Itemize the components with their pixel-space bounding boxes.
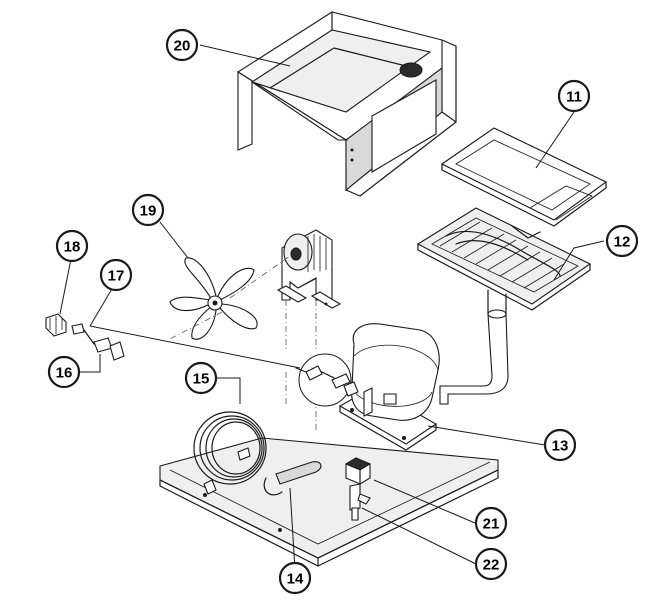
- left-fittings: [45, 313, 125, 361]
- callout-16-label: 16: [56, 365, 73, 382]
- callout-17: 17: [99, 258, 133, 292]
- connector-line: [89, 325, 301, 369]
- callout-15: 15: [184, 361, 218, 395]
- callout-11: 11: [557, 79, 591, 113]
- callout-20-label: 20: [174, 38, 191, 55]
- callout-16: 16: [47, 355, 81, 389]
- capillary-tube: [193, 411, 267, 495]
- start-relay: [344, 457, 372, 485]
- callout-19-label: 19: [140, 203, 157, 220]
- callout-12: 12: [605, 224, 639, 258]
- callout-18-label: 18: [64, 239, 81, 256]
- callout-13-label: 13: [552, 438, 569, 455]
- callout-20: 20: [165, 28, 199, 62]
- callout-19: 19: [131, 193, 165, 227]
- callout-18: 18: [55, 229, 89, 263]
- callout-15-label: 15: [193, 371, 210, 388]
- callout-13: 13: [543, 428, 577, 462]
- callout-11-label: 11: [566, 89, 582, 106]
- callout-14-label: 14: [287, 571, 304, 588]
- callout-14: 14: [278, 561, 312, 595]
- callout-21: 21: [474, 506, 508, 540]
- base-plate: [159, 437, 499, 567]
- callout-22-label: 22: [483, 557, 500, 574]
- solenoid-valve: [349, 483, 371, 521]
- compressor: [338, 323, 440, 451]
- evaporator-coil: [416, 207, 592, 311]
- detail-circle: [298, 353, 352, 407]
- callout-12-label: 12: [614, 234, 631, 251]
- fan-blade: [169, 257, 258, 340]
- thermostat-bulb: [263, 461, 322, 496]
- callout-21-label: 21: [483, 516, 500, 533]
- callout-17-label: 17: [108, 268, 125, 285]
- service-valves: [295, 365, 359, 397]
- leader-lines: [59, 44, 605, 571]
- cover-housing: [236, 11, 457, 197]
- filter-tray: [440, 127, 608, 227]
- callout-22: 22: [474, 547, 508, 581]
- drain-pipe: [439, 289, 509, 405]
- fan-motor: [276, 229, 342, 309]
